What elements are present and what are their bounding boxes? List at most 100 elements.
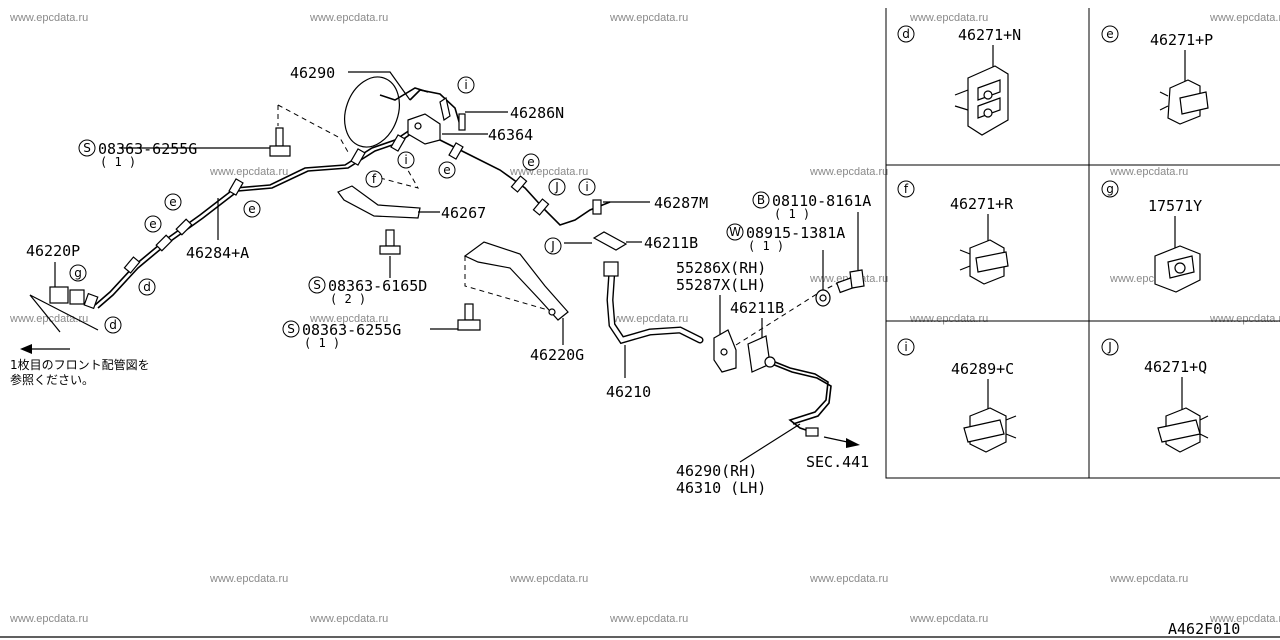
marker-i-icon: i — [457, 76, 475, 94]
label-46220P: 46220P — [26, 242, 80, 260]
qty-08110-8161A: ( 1 ) — [774, 207, 810, 221]
watermark-text: www.epcdata.ru — [9, 613, 88, 625]
label-08915-1381A: 08915-1381A — [746, 224, 845, 242]
watermark-text: www.epcdata.ru — [609, 12, 688, 24]
bolt-08110-8161A — [836, 212, 865, 294]
svg-text:d: d — [143, 280, 151, 294]
marker-i-icon: i — [397, 151, 415, 169]
watermark-text: www.epcdata.ru — [809, 573, 888, 585]
watermark-text: www.epcdata.ru — [9, 12, 88, 24]
clip-marker: g — [1106, 182, 1114, 196]
watermark-text: www.epcdata.ru — [209, 166, 288, 178]
watermark-text: www.epcdata.ru — [909, 12, 988, 24]
clip-f-shape — [959, 239, 1009, 285]
marker-j-icon: J — [548, 178, 566, 196]
watermark-text: www.epcdata.ru — [1109, 573, 1188, 585]
bolt-08363-6255G-bottom — [430, 303, 481, 331]
label-46290-rh: 46290(RH) — [676, 462, 757, 480]
label-08363-6165D: 08363-6165D — [328, 277, 427, 295]
watermark-text: www.epcdata.ru — [909, 613, 988, 625]
clip-cell-f: f 46271+R — [897, 180, 1014, 285]
watermark-text: www.epcdata.ru — [309, 613, 388, 625]
clip-cell-j: J 46271+Q — [1101, 338, 1209, 453]
clip-marker: i — [904, 340, 907, 354]
watermark-text: www.epcdata.ru — [1109, 166, 1188, 178]
watermark-text: www.epcdata.ru — [809, 166, 888, 178]
marker-e-icon: e — [243, 200, 261, 218]
clip-marker: d — [902, 27, 910, 41]
marker-e-icon: e — [164, 193, 182, 211]
watermark-text: www.epcdata.ru — [1209, 613, 1280, 625]
label-sec441: SEC.441 — [806, 453, 869, 471]
clip-cell-g: g 17571Y — [1101, 180, 1202, 293]
clip-reference-markers: d d e e e g f i i e e J i J — [69, 76, 596, 334]
label-46364: 46364 — [488, 126, 533, 144]
svg-text:e: e — [527, 155, 534, 169]
bolt-08363-6165D — [379, 229, 401, 278]
marker-j-icon: J — [544, 237, 562, 255]
label-08363-6255G-bottom: 08363-6255G — [302, 321, 401, 339]
watermark-text: www.epcdata.ru — [9, 313, 88, 325]
svg-text:J: J — [554, 180, 559, 194]
watermark-text: www.epcdata.ru — [1209, 313, 1280, 325]
brake-hose-46210 — [603, 261, 704, 378]
svg-text:e: e — [248, 202, 255, 216]
marker-s-icon: S — [83, 141, 91, 155]
label-55287X: 55287X(LH) — [676, 276, 766, 294]
clip-cell-d: d 46271+N — [897, 25, 1021, 136]
clip-d-shape — [954, 65, 1009, 136]
part-labels: 46290 46286N 46364 S 08363-6255G ( 1 ) 4… — [10, 64, 871, 497]
front-reference-note-line1: 1枚目のフロント配管図を — [10, 357, 150, 372]
washer-08915-1381A — [815, 250, 831, 307]
clip-j-shape — [1157, 407, 1209, 453]
qty-08363-6255G-bottom: ( 1 ) — [304, 336, 340, 350]
label-55286X: 55286X(RH) — [676, 259, 766, 277]
clip-part-number: 17571Y — [1148, 197, 1202, 215]
bolt-08363-6255G-top — [225, 104, 349, 157]
clip-part-number: 46271+N — [958, 26, 1021, 44]
clip-detail-panel — [885, 8, 1280, 479]
clip-marker: J — [1107, 340, 1112, 354]
diagram-code: A462F010 — [1168, 620, 1240, 638]
marker-d-icon: d — [104, 316, 122, 334]
clip-46211B-top — [592, 231, 642, 251]
bracket-55286X — [713, 295, 737, 373]
label-46287M: 46287M — [654, 194, 708, 212]
svg-text:i: i — [404, 153, 407, 167]
clip-cell-i: i 46289+C — [897, 338, 1017, 453]
main-pipework — [94, 76, 611, 309]
label-46310-lh: 46310 (LH) — [676, 479, 766, 497]
label-46284A: 46284+A — [186, 244, 249, 262]
svg-text:e: e — [169, 195, 176, 209]
clip-marker: e — [1106, 27, 1113, 41]
clip-part-number: 46271+R — [950, 195, 1014, 213]
brake-pipe-46290-46310 — [739, 356, 860, 463]
label-46211B-bottom: 46211B — [730, 299, 784, 317]
clip-g-shape — [1154, 245, 1201, 293]
label-46211B-top: 46211B — [644, 234, 698, 252]
clip-cell-e: e 46271+P — [1101, 25, 1213, 125]
marker-f-icon: f — [365, 170, 383, 188]
marker-e-icon: e — [144, 215, 162, 233]
label-46290: 46290 — [290, 64, 335, 82]
svg-text:f: f — [372, 172, 377, 186]
front-reference-note-line2: 参照ください。 — [10, 372, 94, 387]
label-46220G: 46220G — [530, 346, 584, 364]
watermark-text: www.epcdata.ru — [209, 573, 288, 585]
svg-text:e: e — [443, 163, 450, 177]
watermark-text: www.epcdata.ru — [1209, 12, 1280, 24]
watermark-text: www.epcdata.ru — [509, 573, 588, 585]
qty-08363-6165D: ( 2 ) — [330, 292, 366, 306]
label-46210: 46210 — [606, 383, 651, 401]
bracket-46220G — [463, 241, 569, 345]
bolt-46286N — [458, 111, 508, 131]
marker-d-icon: d — [138, 278, 156, 296]
watermark-text: www.epcdata.ru — [309, 12, 388, 24]
clip-e-shape — [1159, 79, 1209, 125]
svg-text:J: J — [550, 239, 555, 253]
label-08110-8161A: 08110-8161A — [772, 192, 871, 210]
clip-i-shape — [963, 407, 1017, 453]
svg-text:g: g — [74, 266, 82, 280]
leader-lines — [120, 71, 650, 244]
